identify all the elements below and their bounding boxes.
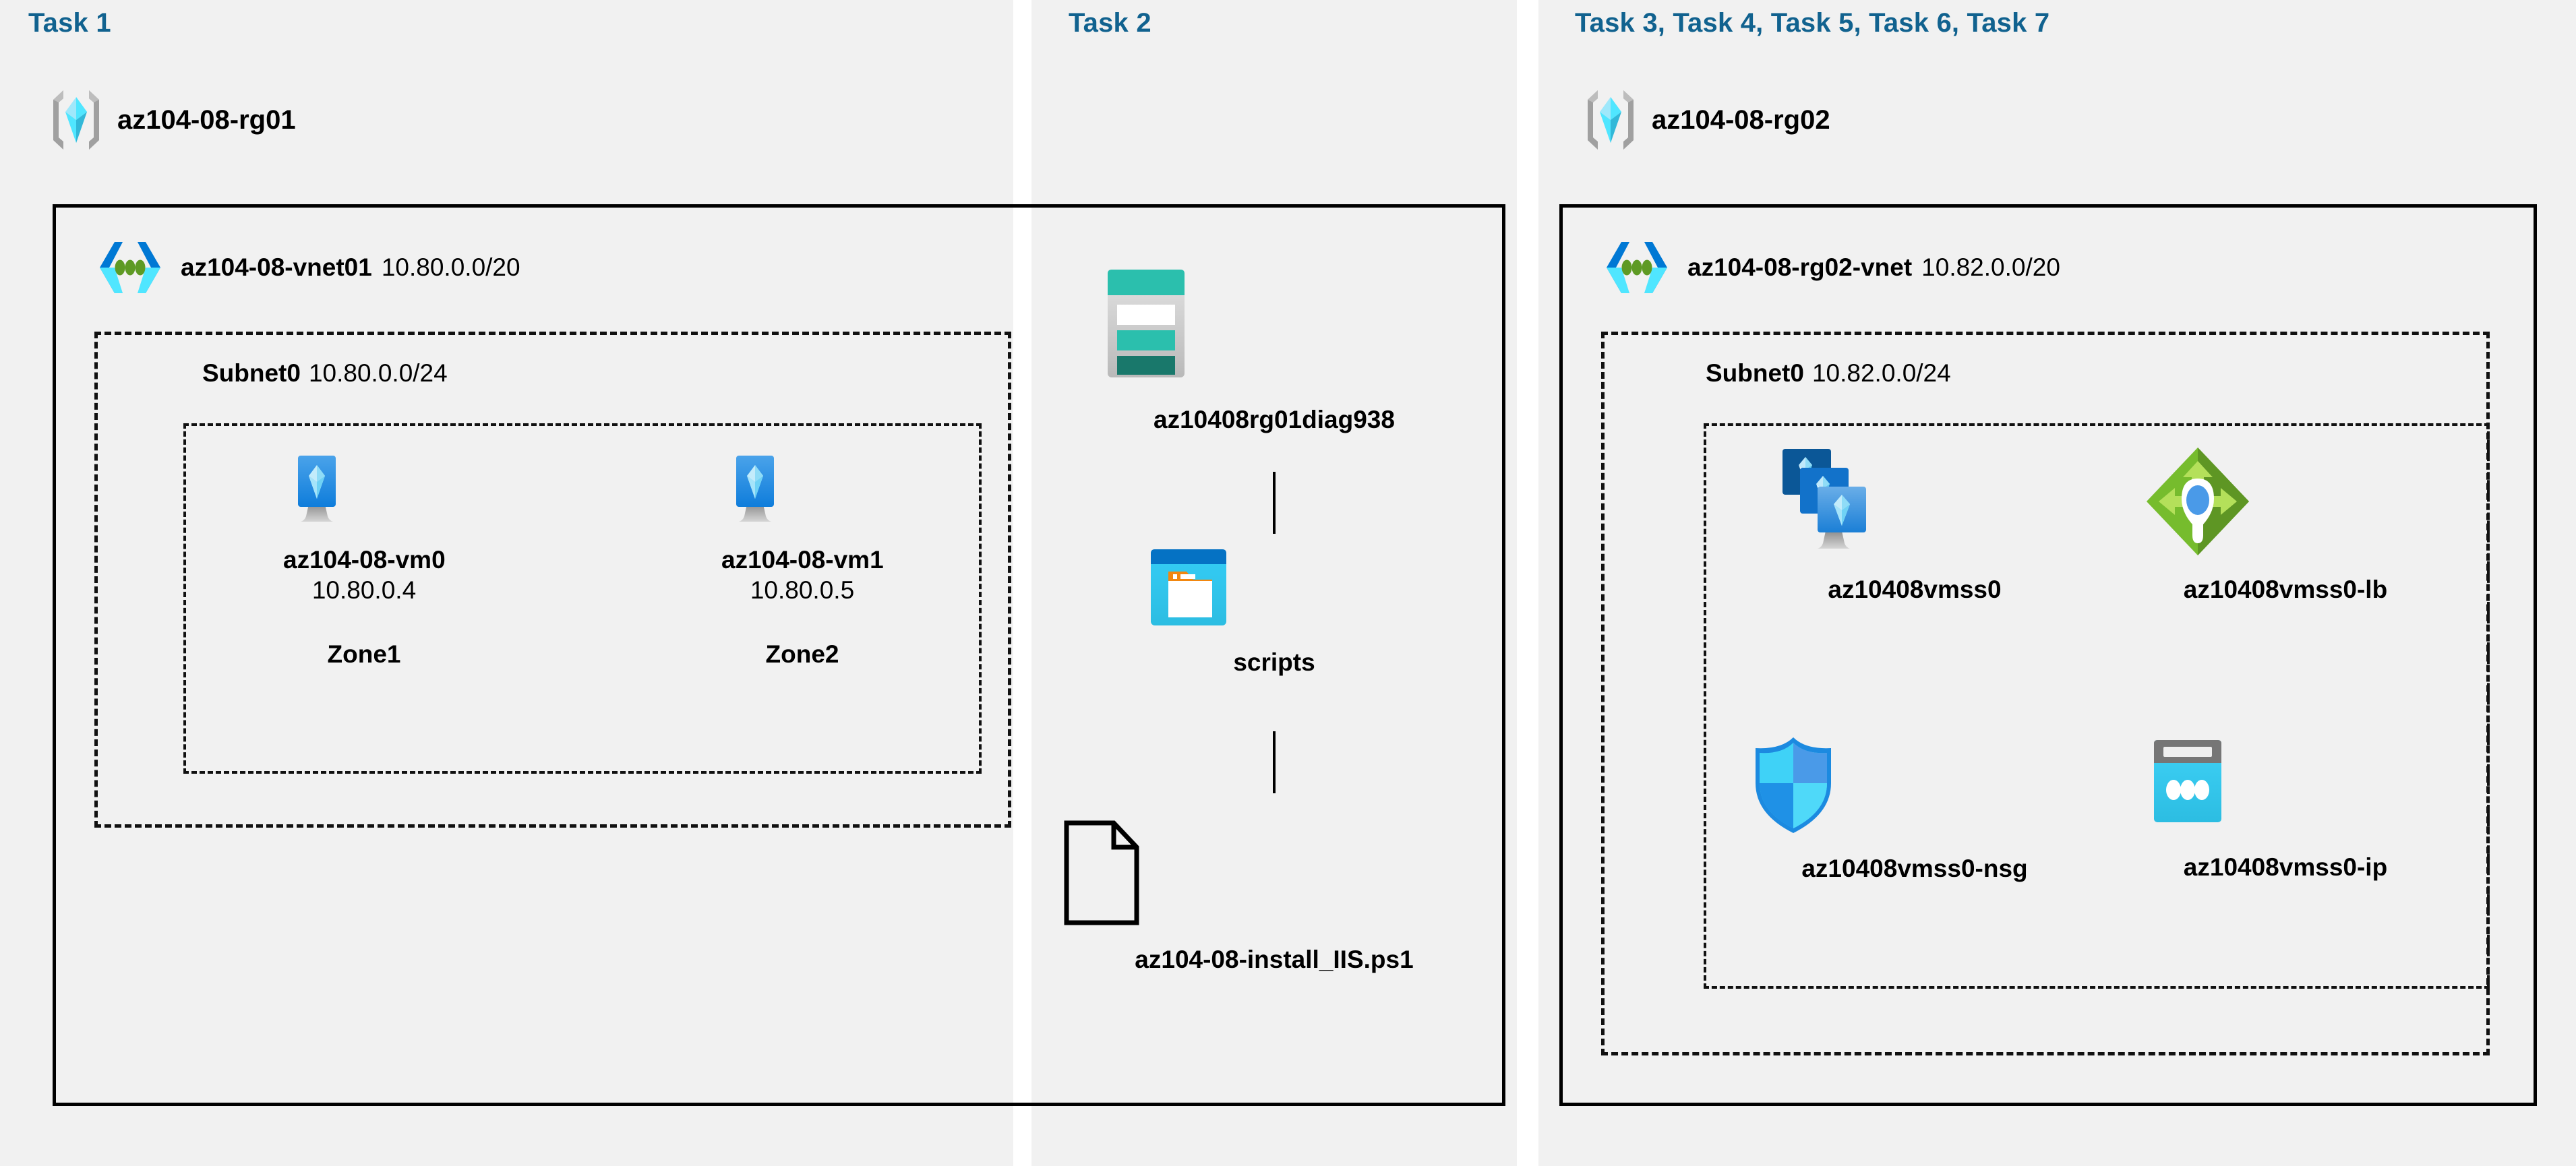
vm-ip-vm0: 10.80.0.4 (311, 576, 417, 605)
file-label: az104-08-install_IIS.ps1 (1135, 946, 1414, 973)
vmss-label: az10408vmss0 (1828, 576, 2002, 603)
resource-group-rg01-label: az104-08-rg01 (117, 104, 296, 135)
vm-zone-group-box (183, 423, 982, 774)
file-icon (1058, 819, 1490, 927)
blob-container-label: scripts (1233, 648, 1315, 676)
nsg-label: az10408vmss0-nsg (1801, 855, 2028, 882)
vm-node-vm0: az104-08-vm0 10.80.0.4 Zone1 (283, 452, 446, 669)
resource-group-rg02-label: az104-08-rg02 (1652, 104, 1830, 135)
vnet-header-vnet01: az104-08-vnet01 10.80.0.0/20 (94, 239, 520, 296)
subnet-cidr-task3: 10.82.0.0/24 (1811, 359, 1951, 387)
virtual-machine-icon (721, 452, 883, 526)
vmss-resource-group-box (1704, 423, 2490, 989)
vmss-node: az10408vmss0 (1780, 445, 2049, 605)
vnet-name-rg02vnet: az104-08-rg02-vnet (1687, 253, 1913, 281)
vm-name-vm0: az104-08-vm0 (283, 546, 446, 574)
subnet-box-task1 (94, 332, 1011, 828)
connector-storage-to-scripts (1273, 472, 1276, 534)
public-ip-address-icon (2140, 735, 2430, 834)
load-balancer-label: az10408vmss0-lb (2183, 576, 2388, 603)
vm-zone-vm1: Zone2 (765, 640, 839, 669)
panel-task3 (1538, 0, 2576, 1166)
resource-group-rg01: az104-08-rg01 (50, 88, 296, 152)
nsg-node: az10408vmss0-nsg (1753, 735, 2076, 884)
vm-ip-vm1: 10.80.0.5 (750, 576, 855, 605)
public-ip-label: az10408vmss0-ip (2183, 853, 2388, 881)
connector-scripts-to-file (1273, 731, 1276, 793)
resource-group-rg02: az104-08-rg02 (1584, 88, 1830, 152)
subnet-cidr-task1: 10.80.0.0/24 (308, 359, 448, 387)
vm-node-vm1: az104-08-vm1 10.80.0.5 Zone2 (721, 452, 884, 669)
task-title-1: Task 1 (28, 8, 111, 38)
storage-account-icon (1082, 263, 1466, 386)
public-ip-node: az10408vmss0-ip (2140, 735, 2430, 882)
resource-group-icon (1584, 88, 1637, 152)
vnet-name-vnet01: az104-08-vnet01 (181, 253, 372, 281)
panel-task1 (0, 0, 1013, 1166)
vm-name-vm1: az104-08-vm1 (721, 546, 884, 574)
network-security-group-icon (1753, 735, 2076, 836)
load-balancer-node: az10408vmss0-lb (2144, 445, 2427, 605)
file-node: az104-08-install_IIS.ps1 (1058, 819, 1490, 975)
vnet-cidr-rg02vnet: 10.82.0.0/20 (1921, 253, 2060, 281)
vnet-box-vnet01 (53, 204, 1505, 1106)
vnet-box-rg02vnet (1559, 204, 2537, 1106)
blob-container-node: scripts (1146, 547, 1402, 677)
vnet-cidr-vnet01: 10.80.0.0/20 (381, 253, 520, 281)
task-title-3: Task 3, Task 4, Task 5, Task 6, Task 7 (1575, 8, 2050, 38)
storage-account-label: az10408rg01diag938 (1154, 406, 1395, 433)
vm-zone-vm0: Zone1 (327, 640, 401, 669)
panel-task2 (1031, 0, 1517, 1166)
virtual-machine-icon (283, 452, 445, 526)
load-balancer-icon (2144, 445, 2427, 559)
task-title-2: Task 2 (1069, 8, 1151, 38)
subnet-name-task3: Subnet0 (1706, 359, 1804, 387)
subnet-name-task1: Subnet0 (202, 359, 301, 387)
blob-container-icon (1146, 547, 1402, 630)
vnet-header-rg02vnet: az104-08-rg02-vnet 10.82.0.0/20 (1601, 239, 2060, 296)
storage-account-node: az10408rg01diag938 (1082, 263, 1466, 435)
virtual-network-icon (94, 239, 166, 296)
resource-group-icon (50, 88, 102, 152)
vm-scale-set-icon (1780, 445, 2049, 559)
virtual-network-icon (1601, 239, 1673, 296)
